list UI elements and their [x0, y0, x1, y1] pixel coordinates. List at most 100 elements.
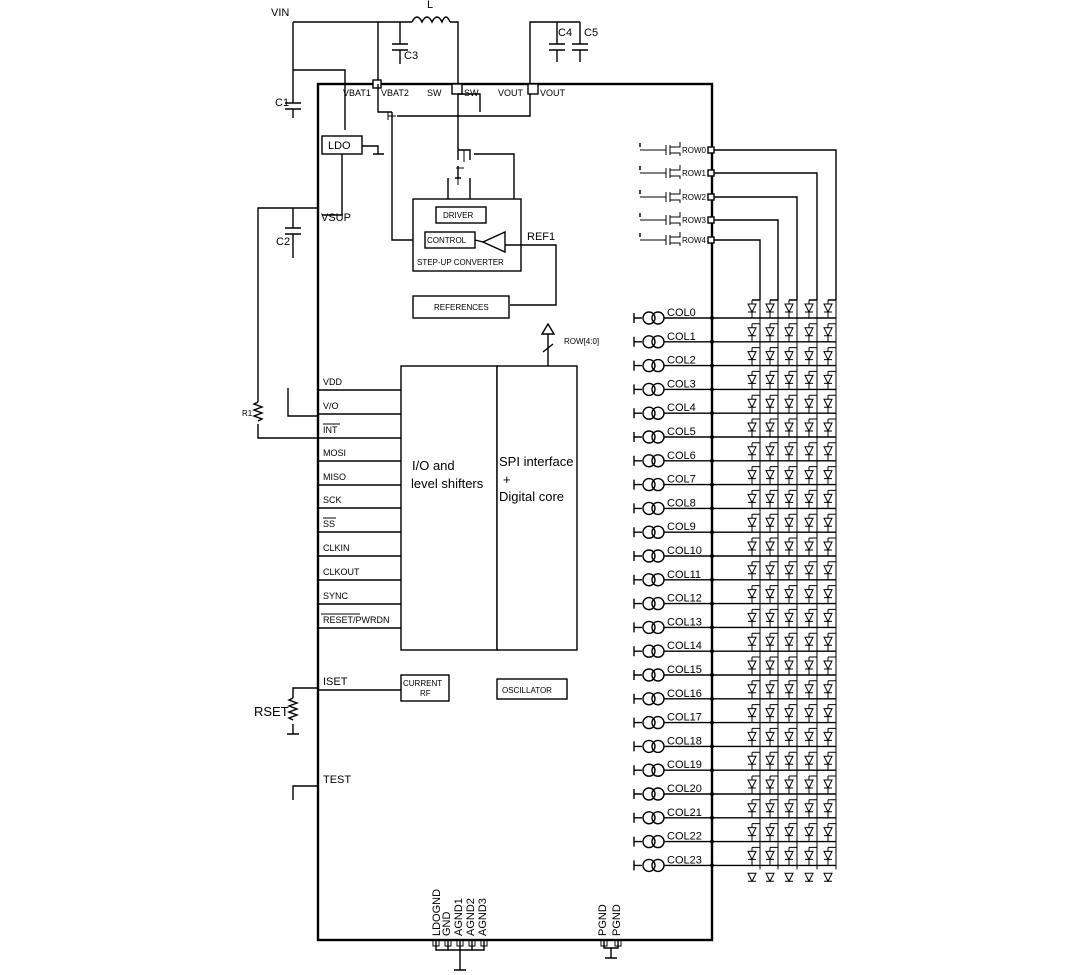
led-diode — [804, 752, 814, 771]
col-pin-dot — [710, 316, 714, 320]
c2-wire — [257, 207, 318, 390]
row-bus-label: ROW[4:0] — [564, 337, 599, 346]
col-pin-dot — [710, 601, 714, 606]
led-diode — [747, 395, 757, 414]
references-block — [412, 295, 510, 319]
col-label: COL5 — [667, 426, 696, 438]
led-row-link — [789, 583, 798, 608]
led-row-link — [809, 512, 818, 537]
col-pin-dot — [710, 482, 714, 487]
col-pin-dot — [710, 363, 714, 368]
left-pin-label: INT — [323, 425, 338, 435]
c5-label: C5 — [584, 27, 598, 39]
col-label: COL7 — [667, 474, 696, 486]
led-row-link — [752, 750, 761, 775]
led-diode — [823, 538, 833, 556]
led-row-link — [809, 583, 818, 608]
led-row-link — [828, 702, 837, 727]
led-diode — [784, 704, 794, 723]
inductor-l — [411, 16, 451, 24]
row-driver-transistor — [640, 142, 681, 156]
led-matrix — [747, 298, 837, 883]
r1-resistor — [252, 401, 264, 422]
led-row-link — [770, 607, 779, 632]
current-source-symbol — [642, 501, 656, 516]
driver-block — [435, 206, 487, 224]
led-row-link — [809, 321, 818, 346]
led-diode — [804, 300, 814, 318]
r1-label: R1 — [242, 409, 253, 418]
led-diode — [747, 776, 757, 794]
current-source-symbol — [651, 596, 665, 611]
pin-sw-a: SW — [427, 88, 442, 98]
current-source-symbol — [642, 406, 656, 420]
col-pin-dot — [710, 339, 714, 344]
led-diode — [784, 680, 794, 699]
led-row-link — [770, 726, 779, 751]
led-diode — [784, 799, 794, 818]
pin-vout-a: VOUT — [498, 88, 524, 98]
led-row-link — [828, 607, 837, 632]
row-pin-pad — [707, 193, 715, 201]
col-pin-dot — [710, 792, 714, 796]
led-row-link — [789, 774, 798, 798]
row-pin-pad — [707, 146, 715, 154]
led-diode — [804, 371, 814, 390]
col-sink-stub — [633, 574, 642, 585]
current-source-symbol — [642, 811, 656, 825]
led-row-link — [770, 321, 779, 346]
led-row-link — [752, 464, 761, 489]
led-row-link — [770, 369, 779, 394]
col-label: COL22 — [667, 831, 702, 843]
current-source-symbol — [642, 620, 656, 635]
current-source-symbol — [642, 834, 656, 849]
current-source-symbol — [642, 477, 656, 492]
led-diode — [784, 609, 794, 628]
led-diode — [804, 323, 814, 342]
row-label: ROW3 — [682, 216, 707, 225]
led-diode — [804, 657, 814, 675]
col-pin-dot — [710, 863, 714, 868]
led-row-link — [828, 512, 837, 537]
left-pin-label: V/O — [323, 401, 339, 411]
led-diode — [747, 823, 757, 842]
spi-label-1: SPI interface — [499, 454, 573, 469]
col-pin-dot — [710, 744, 714, 749]
led-row-link — [752, 393, 761, 418]
led-row-link — [789, 464, 798, 489]
led-row-link — [770, 488, 779, 513]
comparator-wire — [474, 239, 557, 306]
led-row-link — [828, 298, 837, 322]
current-source-symbol — [651, 692, 665, 706]
current-source-symbol — [642, 644, 656, 658]
led-row-link — [789, 607, 798, 632]
led-diode — [823, 300, 833, 318]
led-row-link — [809, 559, 818, 584]
led-row-link — [828, 678, 837, 703]
current-source-symbol — [651, 335, 665, 349]
led-diode — [765, 799, 775, 818]
led-diode — [747, 561, 757, 580]
col-sink-stub — [633, 408, 642, 419]
col-sink-stub — [633, 455, 642, 466]
led-row-link — [828, 750, 837, 775]
led-diode — [823, 704, 833, 723]
led-diode — [823, 752, 833, 771]
current-source-symbol — [651, 549, 665, 563]
current-source-symbol — [642, 525, 656, 539]
row-bus-slash — [542, 343, 554, 353]
col-sink-stub — [633, 479, 642, 490]
led-row-link — [789, 797, 798, 822]
led-row-link — [789, 678, 798, 703]
c3-label: C3 — [404, 50, 418, 62]
led-row-link — [809, 417, 818, 441]
led-row-link — [770, 821, 779, 846]
led-diode — [804, 490, 814, 509]
row-label: ROW4 — [682, 236, 707, 245]
led-diode — [804, 585, 814, 604]
led-diode — [765, 704, 775, 723]
led-diode — [784, 442, 794, 461]
references-label: REFERENCES — [434, 303, 489, 312]
led-diode — [804, 680, 814, 699]
